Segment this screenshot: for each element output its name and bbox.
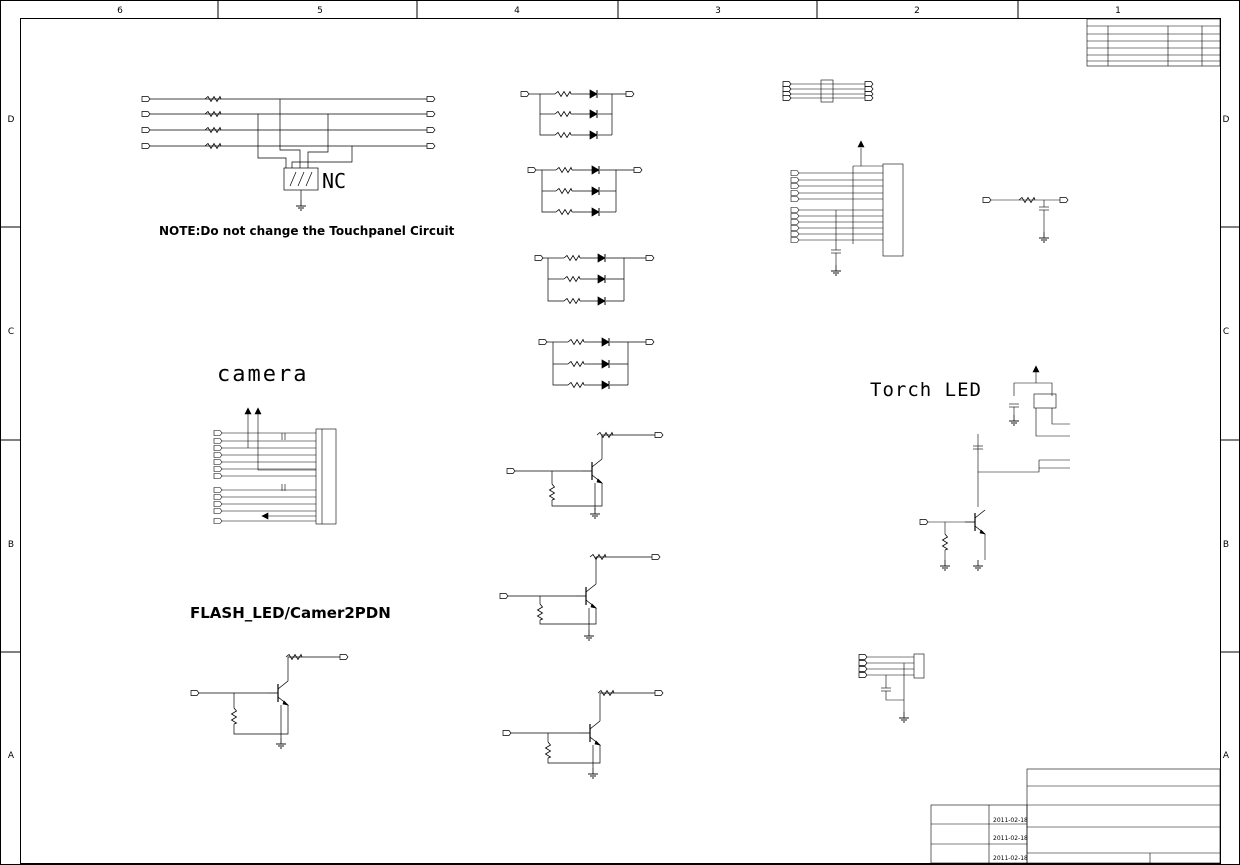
led-group-2 — [527, 165, 643, 217]
lcd-signal-line — [790, 190, 883, 196]
led-group-1 — [520, 89, 635, 140]
touch-line-2 — [141, 111, 436, 117]
row-label: A — [1223, 751, 1230, 761]
camera-signal-line — [213, 438, 316, 444]
lcd-signal-line — [790, 219, 883, 225]
lcd-signal-line — [790, 177, 883, 183]
row-label: C — [8, 327, 14, 337]
transistor-driver-3 — [502, 690, 664, 779]
column-label: 4 — [514, 6, 520, 16]
row-label: B — [8, 540, 14, 550]
column-label: 1 — [1115, 6, 1121, 16]
camera-signal-line — [213, 466, 316, 472]
title-block — [930, 768, 1221, 864]
small-connector-top — [782, 79, 874, 103]
camera-connector — [244, 407, 337, 525]
camera-signal-line — [213, 518, 316, 524]
led-group-3 — [534, 253, 655, 306]
lcd-signal-line — [790, 183, 883, 189]
small-connector-bottom — [858, 653, 925, 723]
revision-table — [1086, 18, 1221, 67]
lcd-signal-line — [790, 231, 883, 237]
title-date: 2011-02-18 — [993, 855, 1028, 862]
led-group-4 — [538, 337, 655, 390]
column-label: 6 — [117, 6, 123, 16]
camera-signal-line — [213, 452, 316, 458]
touch-nc-label: NC — [322, 169, 346, 193]
row-label: C — [1223, 327, 1229, 337]
camera-signal-line — [213, 445, 316, 451]
camera-signal-line — [213, 494, 316, 500]
title-date: 2011-02-18 — [993, 817, 1028, 824]
lcd-signal-line — [790, 213, 883, 219]
flash-transistor-driver — [190, 654, 349, 749]
camera-signal-line — [213, 473, 316, 479]
lcd-signal-lines — [790, 170, 883, 243]
camera-signal-line — [213, 501, 316, 507]
transistor-driver-2 — [499, 554, 661, 641]
touch-note: NOTE:Do not change the Touchpanel Circui… — [159, 224, 455, 238]
column-label: 5 — [317, 6, 323, 16]
rc-filter — [982, 197, 1069, 243]
row-labels: D C B A D C B A — [8, 115, 1230, 761]
row-label: B — [1223, 540, 1229, 550]
lcd-connector — [830, 140, 904, 276]
camera-signal-line — [213, 459, 316, 465]
camera-signal-lines — [213, 430, 316, 524]
column-label: 2 — [914, 6, 920, 16]
transistor-driver-1 — [506, 432, 664, 519]
column-labels: 6 5 4 3 2 1 — [117, 6, 1121, 16]
camera-title: camera — [217, 362, 308, 387]
title-block-dates: 2011-02-18 2011-02-18 2011-02-18 — [993, 817, 1028, 862]
lcd-signal-line — [790, 225, 883, 231]
lcd-signal-line — [790, 196, 883, 202]
lcd-signal-line — [790, 170, 883, 176]
row-label: D — [1223, 115, 1230, 125]
camera-signal-line — [213, 487, 316, 493]
flash-title: FLASH_LED/Camer2PDN — [190, 604, 391, 622]
row-label: A — [8, 751, 15, 761]
lcd-signal-line — [790, 237, 883, 243]
row-label: D — [8, 115, 15, 125]
camera-signal-line — [213, 430, 316, 436]
touch-line-3 — [141, 127, 436, 133]
camera-signal-line — [213, 508, 316, 514]
title-date: 2011-02-18 — [993, 835, 1028, 842]
torch-title: Torch LED — [870, 379, 982, 401]
touch-line-4 — [141, 143, 436, 149]
touch-line-1 — [141, 96, 436, 102]
torch-led-circuit — [919, 365, 1070, 571]
column-label: 3 — [715, 6, 721, 16]
lcd-signal-line — [790, 207, 883, 213]
touchpanel-circuit — [141, 96, 436, 211]
